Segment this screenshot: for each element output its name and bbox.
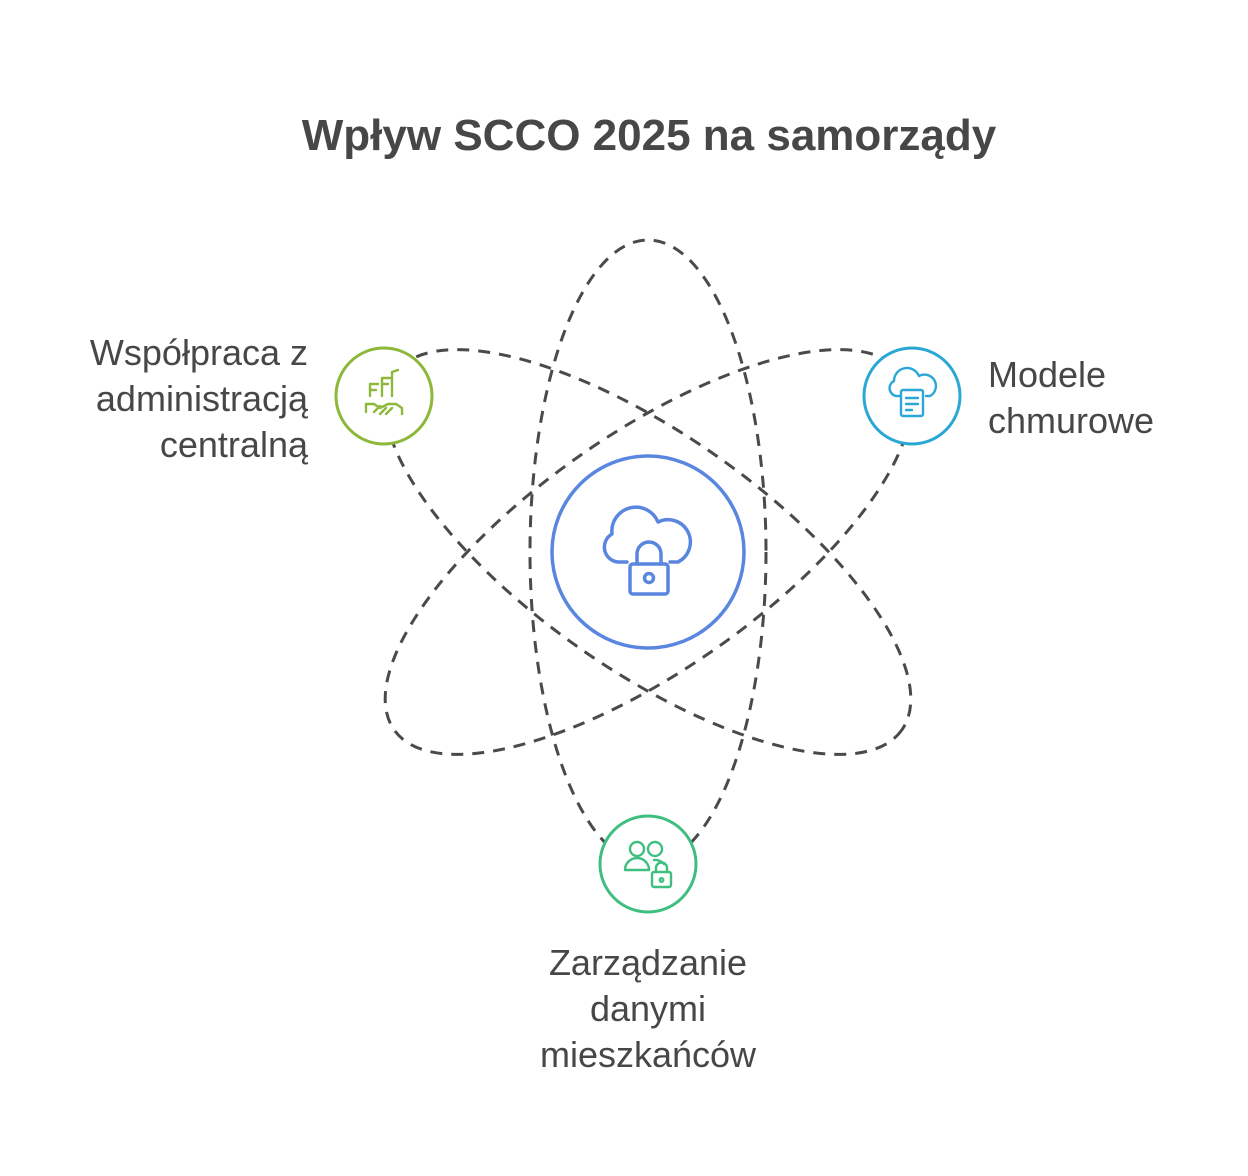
cloud-server-icon [888, 366, 938, 418]
label-left-line: administracją [95, 378, 308, 419]
label-left: Współpraca z administracją centralną [90, 330, 308, 468]
handshake-buildings-icon [364, 368, 404, 416]
label-right: Modele chmurowe [988, 352, 1154, 444]
label-left-line: Współpraca z [89, 332, 308, 373]
label-bottom: Zarządzanie danymi mieszkańców [448, 940, 848, 1078]
node-right [862, 346, 962, 446]
node-left [334, 346, 434, 446]
label-bottom-line: Zarządzanie [548, 942, 748, 983]
cloud-lock-icon [602, 505, 693, 596]
label-left-line: centralną [159, 424, 308, 465]
diagram-title: Wpływ SCCO 2025 na samorządy [301, 111, 997, 160]
users-lock-icon [623, 840, 673, 889]
label-bottom-line: mieszkańców [539, 1034, 757, 1075]
node-bottom [598, 814, 698, 914]
orbit-vertical [528, 238, 768, 866]
label-bottom-line: danymi [589, 988, 707, 1029]
label-right-line: chmurowe [988, 400, 1155, 441]
label-right-line: Modele [988, 354, 1107, 395]
orbit-diagonal-descending [383, 348, 913, 756]
center-node [550, 454, 746, 650]
